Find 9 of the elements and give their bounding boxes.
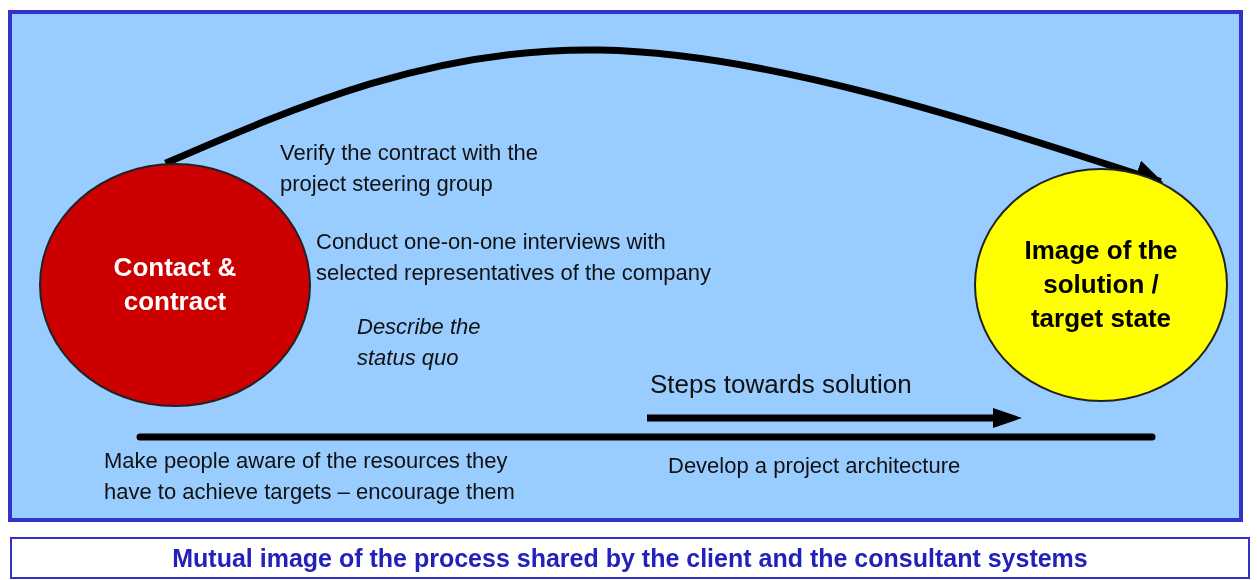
text-label: Steps towards solution — [650, 368, 913, 401]
text-label: Make people aware of the resources they have to achieve targets – encourage them — [104, 447, 516, 506]
text-label: Verify the contract with the project steering group — [280, 139, 540, 198]
text-label: Develop a project architecture — [668, 452, 962, 480]
node-label: Image of the solution / target state — [1023, 234, 1179, 335]
text-label: Describe the status quo — [357, 313, 482, 372]
node-label: Contact & contract — [112, 251, 238, 318]
caption: Mutual image of the process shared by the client and the consultant systems — [10, 537, 1250, 579]
text-label: Conduct one-on-one interviews with selected representatives of the company — [316, 228, 712, 287]
